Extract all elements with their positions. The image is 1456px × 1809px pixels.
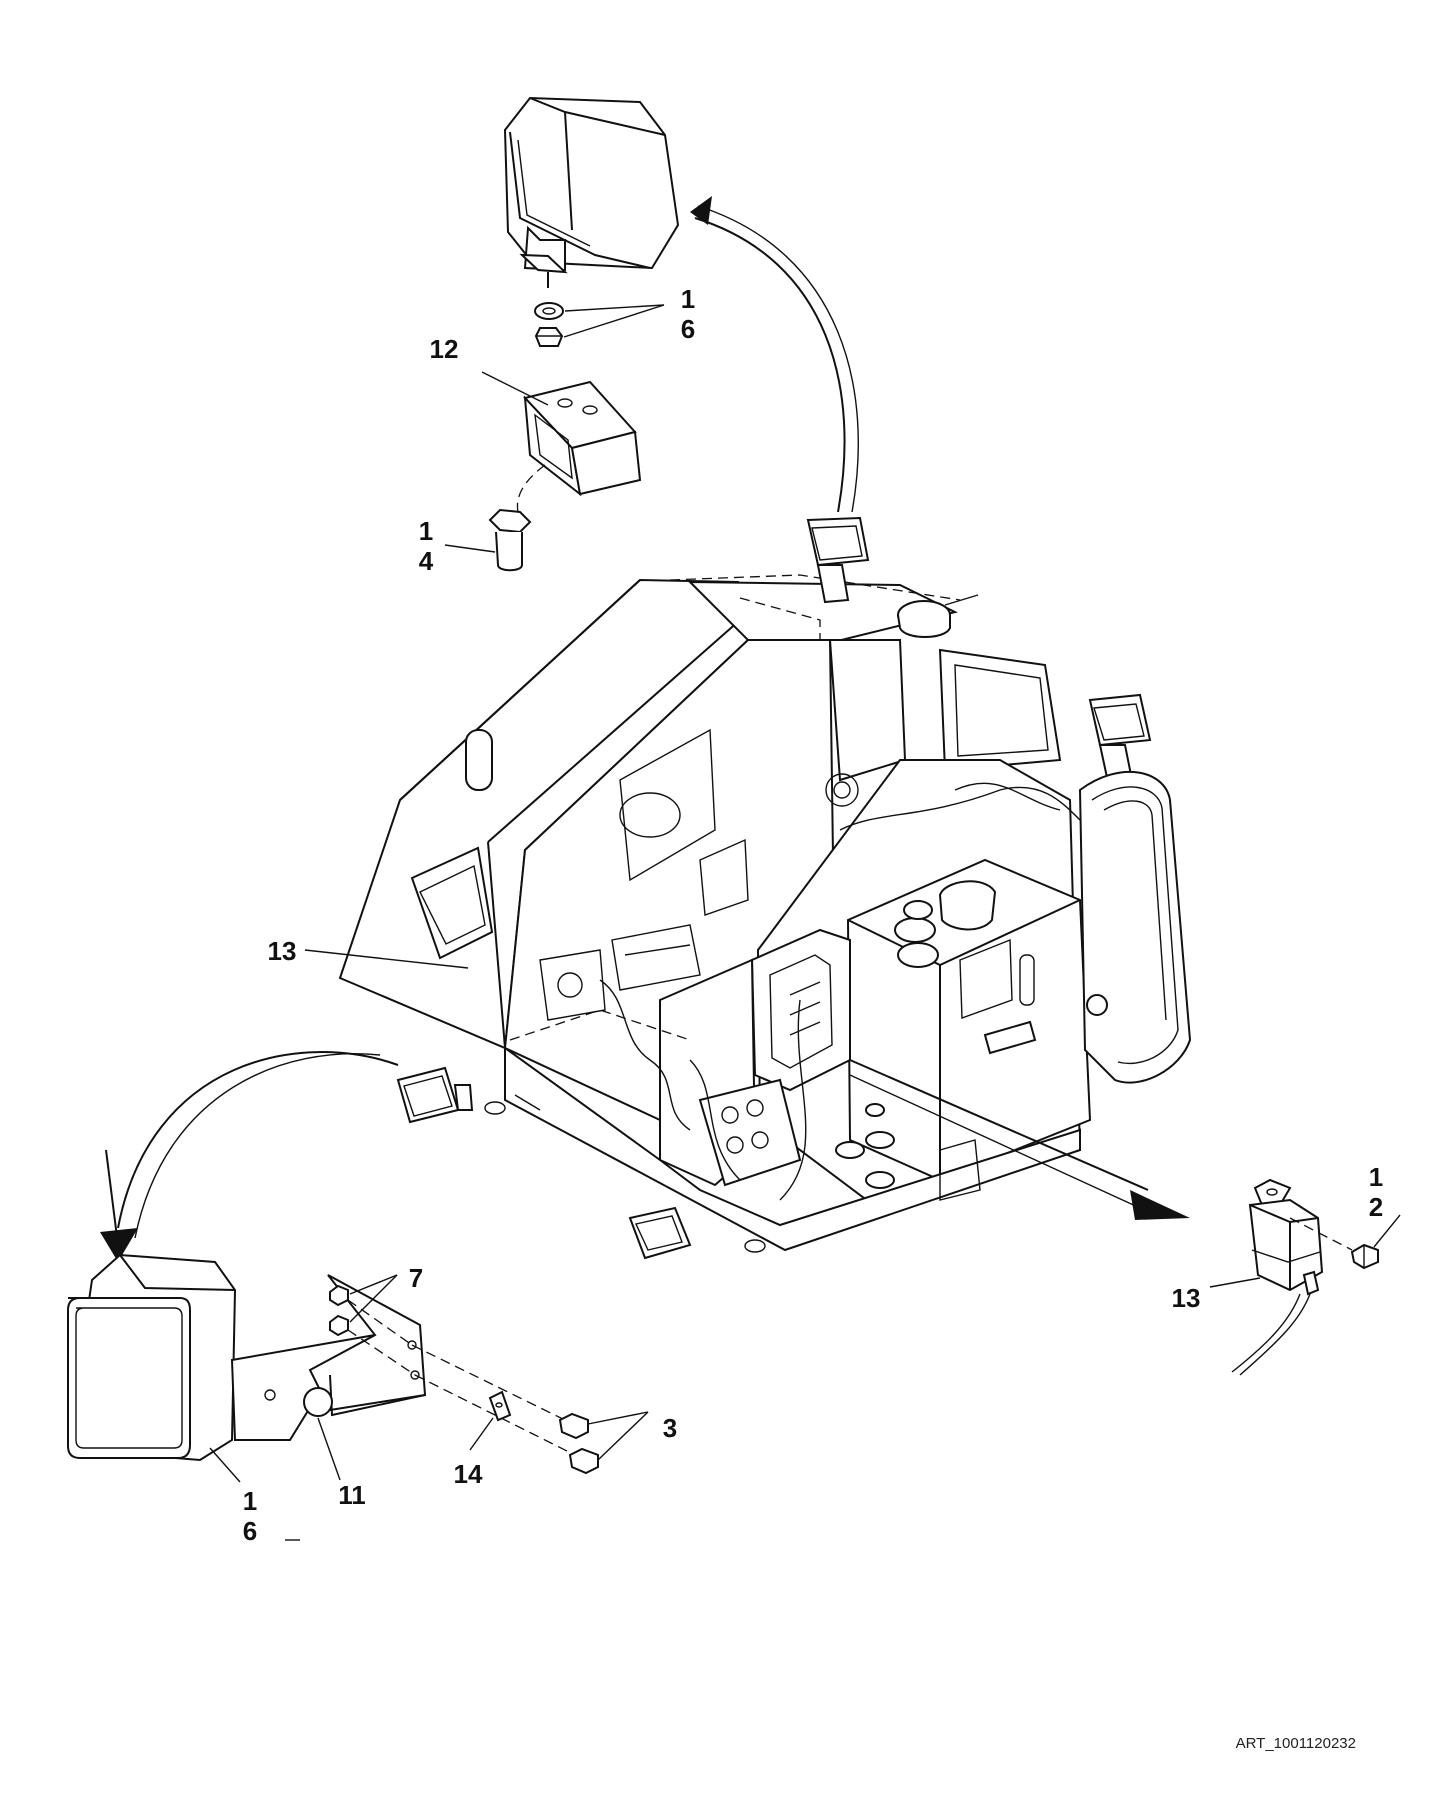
top-mount-bracket [523, 380, 642, 497]
chassis-assembly [338, 516, 1192, 1260]
callout-relay-item: 2 [1369, 1192, 1383, 1222]
top-hex-bolt [488, 508, 532, 572]
callout-clip-14: 14 [454, 1459, 483, 1489]
callout-relay-qty: 1 [1369, 1162, 1383, 1192]
callout-top-bolt-qty: 1 [419, 516, 433, 546]
callout-frame-13: 13 [268, 936, 297, 966]
callout-relay-13: 13 [1172, 1283, 1201, 1313]
callout-bottom-light-qty: 1 [243, 1486, 257, 1516]
callout-nut-7: 7 [409, 1263, 423, 1293]
callout-bottom-light-item: 6 [243, 1516, 257, 1546]
callout-bracket-11: 11 [338, 1480, 366, 1510]
top-work-light [503, 96, 680, 288]
hex-bolts [558, 1412, 599, 1475]
callout-bolt-3: 3 [663, 1413, 677, 1443]
art-id: ART_1001120232 [1236, 1735, 1356, 1752]
flange-nuts [329, 1284, 349, 1337]
callout-top-light-item: 6 [681, 314, 695, 344]
callout-top-bolt-item: 4 [419, 546, 434, 576]
relay [1231, 1178, 1324, 1376]
callout-top-light-qty: 1 [681, 284, 695, 314]
callout-bracket-12: 12 [430, 334, 459, 364]
cable-clip [488, 1390, 512, 1422]
relay-screw [1350, 1243, 1379, 1270]
washer-and-nut [534, 302, 564, 347]
bottom-work-light [67, 1253, 237, 1462]
light-mount-bracket [230, 1274, 427, 1441]
